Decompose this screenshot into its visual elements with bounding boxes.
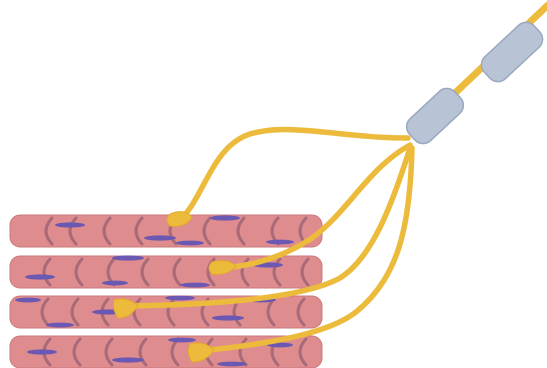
nucleus [55,222,85,227]
nucleus [46,323,74,328]
motor-neuron-axon [402,5,547,148]
nucleus [176,241,204,246]
nucleus [212,315,244,320]
nucleus [15,298,41,303]
nucleus [266,240,294,245]
muscle-fiber [10,255,322,288]
nucleus [144,235,176,240]
nucleus [210,215,240,220]
nerve-branch [222,145,410,268]
nucleus [112,357,144,362]
nucleus [102,281,128,286]
nucleus [112,255,144,260]
nucleus [165,296,195,301]
nucleus [217,362,247,367]
muscle-fiber [10,296,322,328]
muscle-fiber-bundle [10,215,322,368]
nucleus [27,349,57,354]
nucleus [25,274,55,279]
nucleus [168,338,196,343]
muscle-fiber [10,215,322,247]
nucleus [180,283,210,288]
myelin-sheath [477,18,547,86]
